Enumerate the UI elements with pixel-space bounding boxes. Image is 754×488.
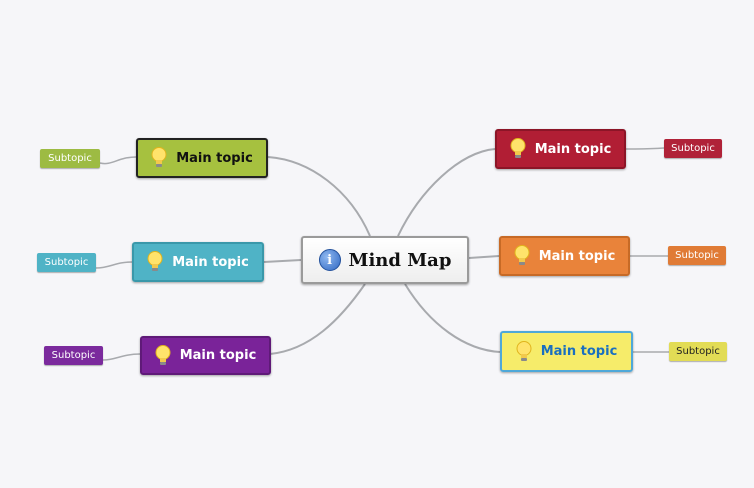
subtopic-5-label: Subtopic <box>675 250 719 261</box>
subtopic-6[interactable]: Subtopic <box>669 342 727 361</box>
main-topic-2-label: Main topic <box>172 254 249 270</box>
subtopic-5[interactable]: Subtopic <box>668 246 726 265</box>
connector-subtopic-4 <box>625 147 665 150</box>
subtopic-4-label: Subtopic <box>671 143 715 154</box>
main-topic-3[interactable]: Main topic <box>140 336 271 375</box>
connector-center-topic-5 <box>468 255 500 259</box>
main-topic-6[interactable]: Main topic <box>500 331 633 372</box>
subtopic-6-label: Subtopic <box>676 346 720 357</box>
main-topic-1-label: Main topic <box>176 150 253 166</box>
info-icon: i <box>318 249 341 271</box>
subtopic-4[interactable]: Subtopic <box>664 139 722 158</box>
subtopic-3-label: Subtopic <box>51 350 96 361</box>
main-topic-4-label: Main topic <box>534 141 612 157</box>
connector-subtopic-2 <box>95 261 133 269</box>
central-topic[interactable]: i Mind Map <box>301 236 469 284</box>
lightbulb-icon <box>514 245 530 265</box>
main-topic-1[interactable]: Main topic <box>136 138 268 178</box>
subtopic-2-label: Subtopic <box>44 257 89 268</box>
main-topic-3-label: Main topic <box>179 348 257 363</box>
connector-center-topic-2 <box>263 259 302 263</box>
connector-subtopic-3 <box>102 353 141 361</box>
main-topic-2[interactable]: Main topic <box>132 242 264 282</box>
connector-center-topic-3 <box>269 283 366 355</box>
main-topic-5-label: Main topic <box>538 248 616 264</box>
connector-subtopic-1 <box>99 156 137 165</box>
lightbulb-icon <box>151 147 167 167</box>
connector-center-topic-4 <box>397 148 496 237</box>
lightbulb-icon <box>155 344 171 365</box>
subtopic-1-label: Subtopic <box>48 153 92 164</box>
subtopic-3[interactable]: Subtopic <box>44 346 103 365</box>
main-topic-6-label: Main topic <box>540 344 618 359</box>
subtopic-2[interactable]: Subtopic <box>37 253 96 272</box>
central-topic-label: Mind Map <box>348 249 452 271</box>
subtopic-1[interactable]: Subtopic <box>40 149 100 168</box>
lightbulb-icon <box>516 340 532 361</box>
lightbulb-icon <box>510 138 526 158</box>
main-topic-4[interactable]: Main topic <box>495 129 626 169</box>
connector-center-topic-6 <box>404 283 501 353</box>
main-topic-5[interactable]: Main topic <box>499 236 630 276</box>
lightbulb-icon <box>147 251 163 271</box>
connector-center-topic-1 <box>267 156 371 237</box>
